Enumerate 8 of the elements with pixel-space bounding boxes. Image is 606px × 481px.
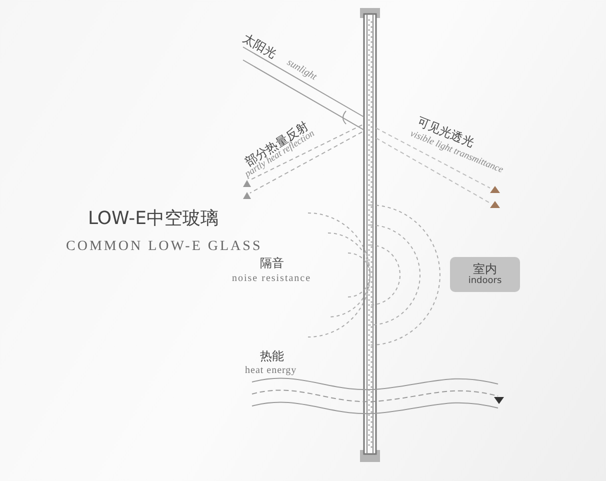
location-box: 室内 indoors [450,257,520,292]
label: 热能 [260,350,284,362]
subtitle: COMMON LOW-E GLASS [66,240,262,254]
title: LOW-E中空玻璃 [88,210,218,228]
label: 太阳光 [241,32,278,60]
label: noise resistance [232,274,312,284]
label: 隔音 [260,257,284,269]
label: heat energy [245,366,297,376]
